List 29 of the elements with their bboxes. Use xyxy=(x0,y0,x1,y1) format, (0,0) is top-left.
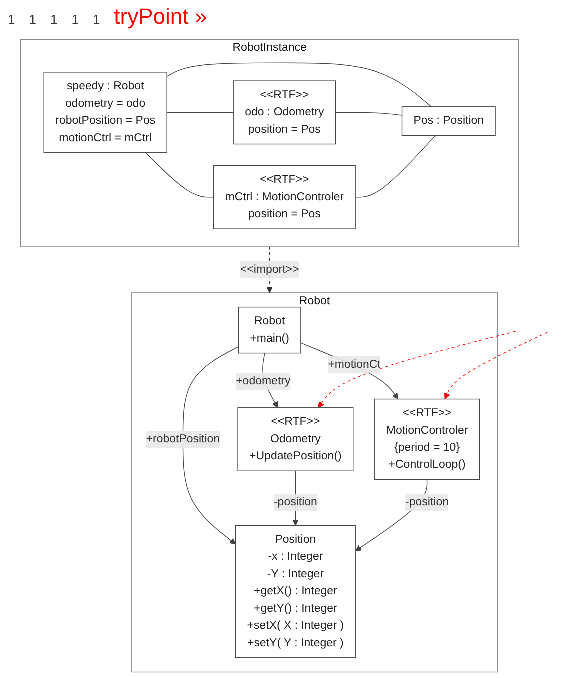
annotation-text: tryPoint » xyxy=(114,4,208,30)
connector xyxy=(166,112,234,114)
edge-label: +robotPosition xyxy=(146,433,220,446)
arrow xyxy=(300,342,399,400)
node-box: speedy : Robot odometry = odo robotPosition = Pos motionCtrl = mCtrl xyxy=(44,72,168,154)
edge-label: <<import>> xyxy=(240,264,300,276)
node-box: Robot +main() xyxy=(238,306,302,354)
connector xyxy=(355,135,436,198)
connector xyxy=(166,62,432,108)
node-box: <<RTF>> mCtrl : MotionControler position = Pos xyxy=(213,165,356,230)
edge-label: -position xyxy=(406,496,449,508)
multiplicity-label: 1 xyxy=(72,12,79,27)
arrow xyxy=(444,332,548,400)
arrow xyxy=(182,346,240,545)
connector xyxy=(335,112,403,116)
edge-label: +motionCt xyxy=(328,358,381,371)
node-box: <<RTF>> Odometry +UpdatePosition() xyxy=(238,408,354,472)
node-box: Position -x : Integer -Y : Integer +getX() : Integer +getY() : Integer +setX( X : Integer ) +setY( Y : Integer ) xyxy=(235,525,356,658)
arrow xyxy=(318,331,516,408)
edge-label: -position xyxy=(274,496,318,508)
node-box: <<RTF>> MotionControler {period = 10} +ControlLoop() xyxy=(374,398,480,480)
edge-label: +odometry xyxy=(236,375,291,388)
multiplicity-label: 1 xyxy=(92,12,100,27)
connector xyxy=(146,152,214,198)
multiplicity-label: 1 xyxy=(8,12,16,27)
node-box: Pos : Position xyxy=(402,106,496,136)
multiplicity-label: 1 xyxy=(29,12,36,27)
multiplicity-label: 1 xyxy=(50,12,58,27)
node-box: <<RTF>> odo : Odometry position = Pos xyxy=(233,80,336,145)
